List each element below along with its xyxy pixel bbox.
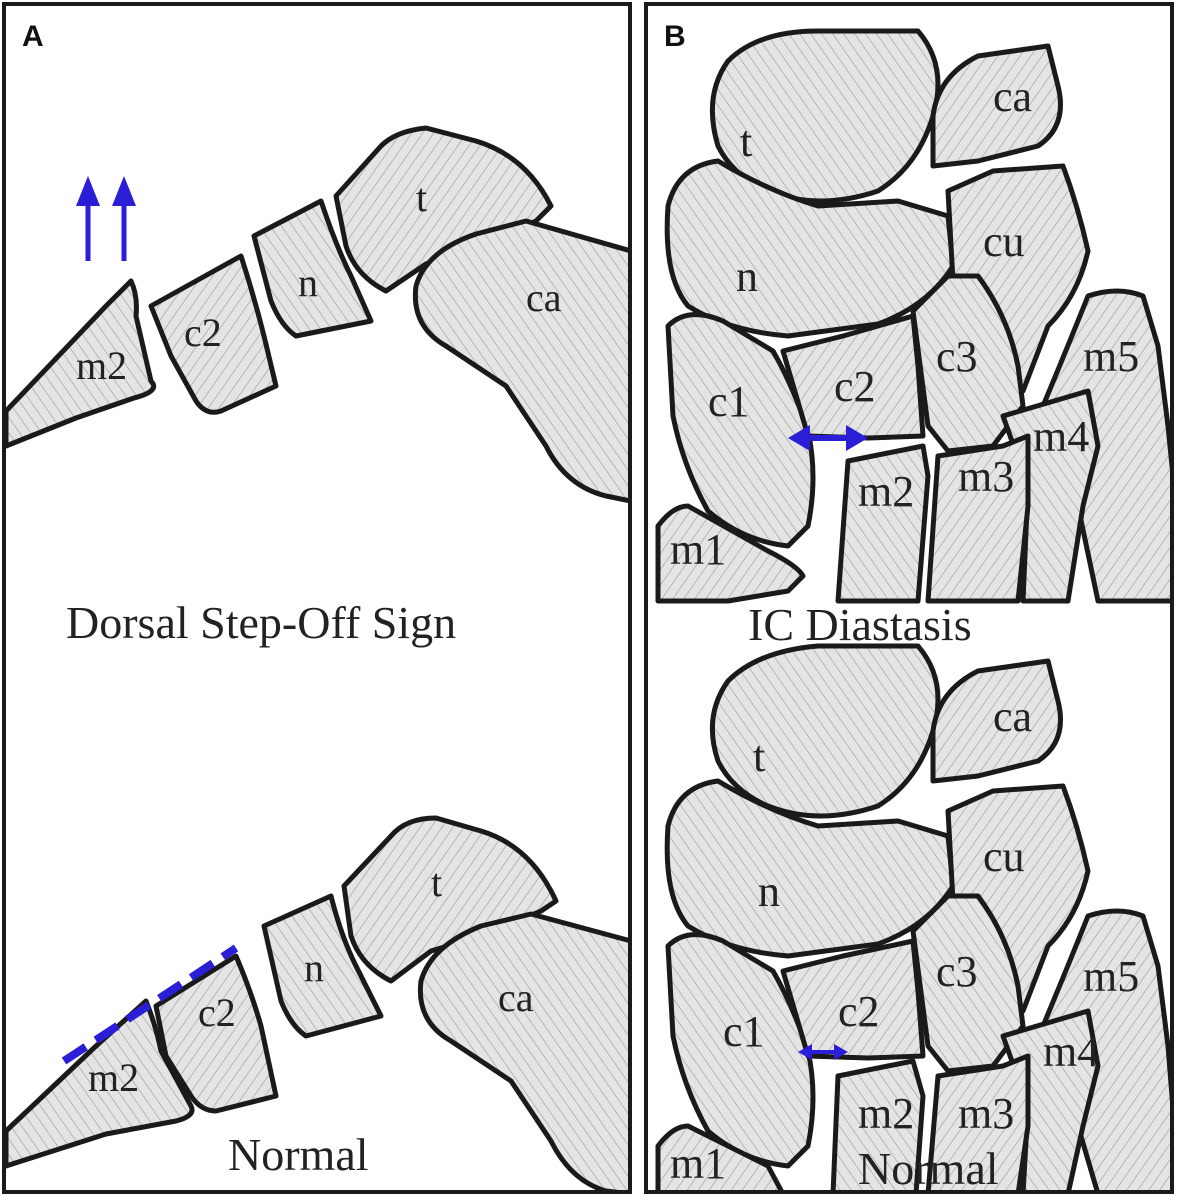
caption-ic-diastasis: IC Diastasis xyxy=(748,599,972,650)
label-m2-b: m2 xyxy=(858,467,914,516)
label-c3-b-normal: c3 xyxy=(936,947,978,996)
bone-c3-b xyxy=(910,273,1026,454)
label-m3-b: m3 xyxy=(958,452,1014,501)
bone-c2-b-normal xyxy=(780,938,926,1061)
double-headed-arrow-icon xyxy=(788,425,868,451)
label-t-normal: t xyxy=(431,860,442,905)
label-c1-b: c1 xyxy=(708,377,750,426)
label-m2: m2 xyxy=(76,343,127,388)
label-ca-normal: ca xyxy=(498,975,534,1020)
bone-m3-b xyxy=(925,433,1031,604)
label-c2-b: c2 xyxy=(834,362,876,411)
bone-m1-b xyxy=(655,503,806,604)
label-cu-b: cu xyxy=(983,217,1025,266)
panel-letter-a: A xyxy=(22,20,44,53)
bone-m5-b-normal xyxy=(1040,908,1170,1190)
bone-c2-normal xyxy=(153,953,279,1114)
bone-t-normal xyxy=(341,815,559,984)
small-double-headed-arrow-icon xyxy=(798,1044,848,1060)
caption-dorsal-step-off: Dorsal Step-Off Sign xyxy=(66,597,457,648)
caption-normal-b: Normal xyxy=(858,1143,999,1194)
bone-m2-b-normal xyxy=(830,1058,926,1190)
normal-lateral-illustration: m2 c2 n t ca xyxy=(6,815,628,1190)
label-t: t xyxy=(416,175,427,220)
caption-normal-a: Normal xyxy=(228,1129,369,1180)
bone-t xyxy=(333,125,554,294)
label-ca-b: ca xyxy=(993,72,1032,121)
label-m3-b-normal: m3 xyxy=(958,1089,1014,1138)
label-t-b: t xyxy=(740,117,752,166)
label-m4-b: m4 xyxy=(1033,412,1089,461)
bone-t-b-normal xyxy=(709,643,941,819)
bone-ca-b-normal xyxy=(930,658,1063,784)
label-c1-b-normal: c1 xyxy=(723,1007,765,1056)
bone-m3-b-normal xyxy=(925,1053,1031,1190)
label-m1-b: m1 xyxy=(670,525,726,574)
bone-ca xyxy=(412,218,628,503)
label-ca: ca xyxy=(526,275,562,320)
dorsal-step-off-illustration: m2 c2 n t ca xyxy=(6,125,628,503)
panel-letter-b: B xyxy=(664,20,686,53)
bone-m2-b xyxy=(835,443,931,604)
bone-n xyxy=(251,198,374,339)
label-m5-b-normal: m5 xyxy=(1083,952,1139,1001)
label-c2: c2 xyxy=(184,310,222,355)
panel-a: A m2 c2 n t ca Dorsal Step-Off Sign m2 c… xyxy=(2,2,632,1194)
label-m2-b-normal: m2 xyxy=(858,1089,914,1138)
label-m2-normal: m2 xyxy=(88,1055,139,1100)
bone-c1-b-normal xyxy=(665,932,816,1169)
label-n: n xyxy=(298,260,318,305)
bone-m5-b xyxy=(1040,288,1170,604)
label-n-normal: n xyxy=(304,945,324,990)
alignment-dashed-line xyxy=(61,944,239,1065)
ic-diastasis-illustration: t ca n cu c1 c2 c3 m5 m4 m3 m2 m1 xyxy=(655,28,1170,604)
bone-c1-b xyxy=(665,312,816,549)
label-n-b-normal: n xyxy=(758,867,780,916)
label-m4-b-normal: m4 xyxy=(1043,1027,1099,1076)
label-m5-b: m5 xyxy=(1083,332,1139,381)
normal-dorsoplantar-illustration: t ca n cu c1 c2 c3 m5 m4 m3 m2 m1 xyxy=(655,643,1170,1190)
label-c2-b-normal: c2 xyxy=(838,987,880,1036)
label-c3-b: c3 xyxy=(936,332,978,381)
label-t-b-normal: t xyxy=(753,732,765,781)
bone-n-normal xyxy=(261,893,384,1039)
bone-ca-b xyxy=(930,43,1063,169)
label-m1-b-normal: m1 xyxy=(670,1139,726,1188)
label-c2-normal: c2 xyxy=(198,990,236,1035)
bone-c2 xyxy=(148,253,279,415)
double-up-arrow-icon xyxy=(76,176,136,261)
bone-m1-b-normal xyxy=(655,1123,784,1190)
label-ca-b-normal: ca xyxy=(993,692,1032,741)
panel-b: B t ca n cu c1 c2 c3 m5 m4 m3 m2 m1 IC D… xyxy=(644,2,1174,1194)
label-n-b: n xyxy=(736,252,758,301)
label-cu-b-normal: cu xyxy=(983,832,1025,881)
bone-m2 xyxy=(6,278,157,449)
bone-ca-normal xyxy=(417,911,628,1190)
bone-c3-b-normal xyxy=(910,893,1026,1074)
